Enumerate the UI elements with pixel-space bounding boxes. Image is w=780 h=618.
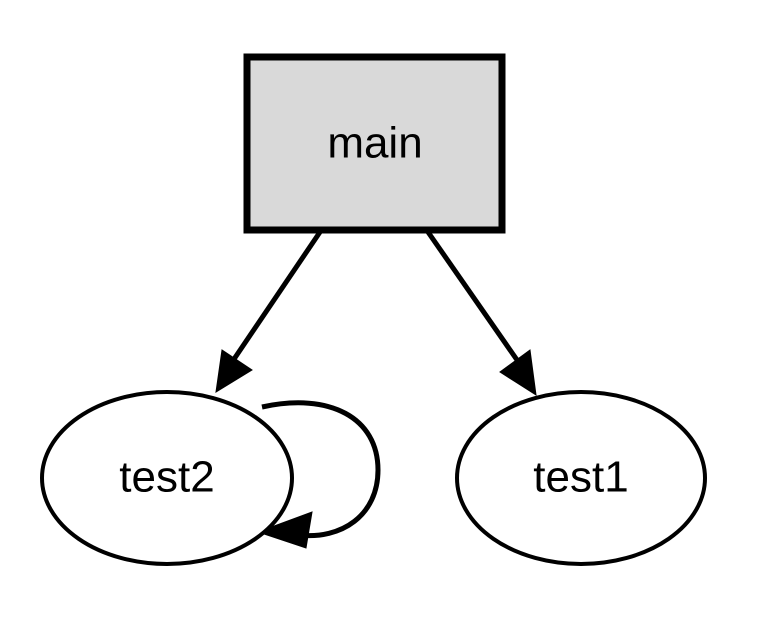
node-test2-label: test2 [119,453,214,502]
node-test1[interactable]: test1 [455,390,707,566]
node-layer: main test2 test1 [40,53,707,566]
node-main-label: main [327,119,422,168]
edge-main-to-test2-arrowhead [215,349,253,393]
edge-test2-self-loop-line [261,400,381,539]
node-test1-shape [455,390,707,566]
node-test2-shape [40,390,294,566]
edge-test2-self-loop[interactable] [256,400,381,549]
node-main-shape [243,53,506,234]
node-test1-label: test1 [533,453,628,502]
edge-test2-self-loop-arrowhead [256,511,313,549]
edge-layer [215,230,537,549]
node-test2[interactable]: test2 [40,390,294,566]
edge-main-to-test1[interactable] [425,230,537,397]
edge-main-to-test1-line [425,230,527,372]
edge-main-to-test2-line [225,230,323,370]
edge-main-to-test2[interactable] [215,230,323,393]
edge-main-to-test1-arrowhead [499,349,537,397]
node-main[interactable]: main [243,53,506,234]
